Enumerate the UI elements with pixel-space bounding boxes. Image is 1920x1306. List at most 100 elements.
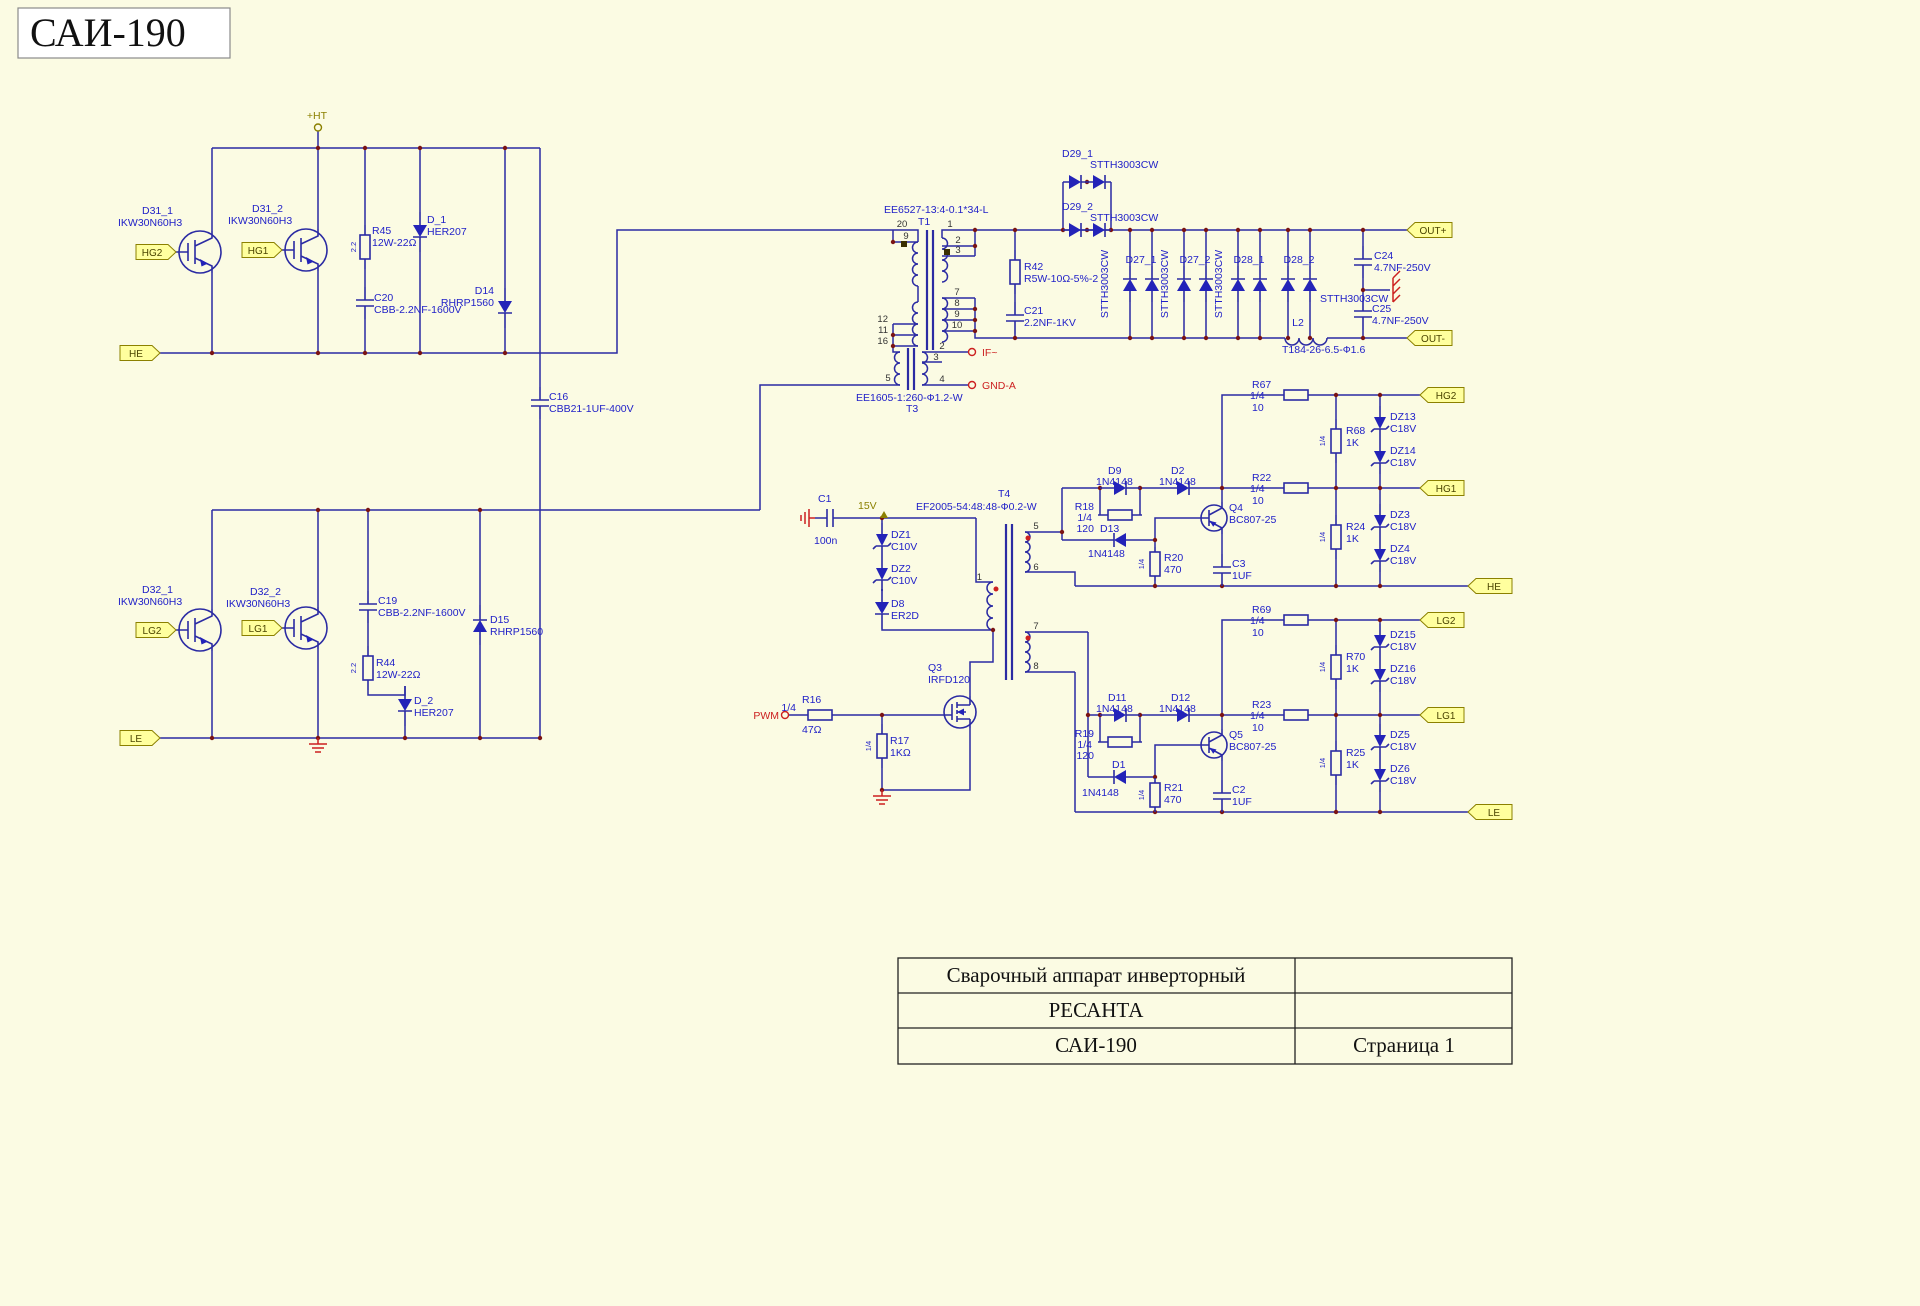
R44-value: 12W-22Ω: [376, 669, 421, 681]
t3-winding-left: [893, 351, 901, 386]
D27_2-ref: D27_2: [1180, 254, 1211, 266]
R44-rating: 2.2: [349, 663, 358, 673]
D2-ref: D2: [1171, 465, 1185, 477]
R17-value: 1KΩ: [890, 747, 911, 759]
DZ5-ref: DZ5: [1390, 729, 1410, 741]
DZ16-ref: DZ16: [1390, 663, 1416, 675]
R70-ref: R70: [1346, 651, 1365, 663]
zener-DZ1: [872, 522, 892, 558]
zener-DZ16: [1370, 657, 1390, 693]
flag-he-right: [1467, 578, 1513, 594]
resistor-R20: [1149, 546, 1161, 582]
ground-power: [308, 737, 328, 753]
stth-vertical-label-2: STTH3003CW: [1159, 250, 1171, 318]
DZ15-value: C18V: [1390, 641, 1416, 653]
capacitor-C21: [1005, 301, 1025, 335]
R20-value: 470: [1164, 564, 1182, 576]
diode-D28_1b: [1252, 265, 1268, 303]
diode-D1: [1099, 769, 1141, 785]
if-terminal-circle: [967, 347, 977, 357]
C19-value: CBB-2.2NF-1600V: [378, 607, 466, 619]
DZ3-ref: DZ3: [1390, 509, 1410, 521]
diode-D15: [472, 604, 488, 646]
title-block: Сварочный аппарат инверторный РЕСАНТА СА…: [897, 957, 1513, 1065]
DZ4-value: C18V: [1390, 555, 1416, 567]
D31_1-value: IKW30N60H3: [118, 217, 182, 229]
t1-winding-primary-top: [911, 241, 919, 287]
C24-ref: C24: [1374, 250, 1393, 262]
t3-pin-5: 5: [885, 373, 890, 384]
D27_1-ref: D27_1: [1126, 254, 1157, 266]
R23-value: 10: [1252, 722, 1264, 734]
C16-value: CBB21-1UF-400V: [549, 403, 634, 415]
R19-power: 1/4: [1077, 739, 1092, 751]
resistor-R42: [1009, 249, 1021, 295]
flag-lg2-right-label: LG2: [1437, 616, 1456, 627]
flag-le-left: [119, 730, 161, 746]
R45-value: 12W-22Ω: [372, 237, 417, 249]
DZ6-ref: DZ6: [1390, 763, 1410, 775]
resistor-R22: [1273, 482, 1319, 494]
flag-lg1-left-label: LG1: [249, 624, 268, 635]
R67-ref: R67: [1252, 379, 1271, 391]
t1-pin-9b: 9: [954, 309, 959, 320]
R21-power: 1/4: [1137, 790, 1146, 800]
stth-vertical-label-3: STTH3003CW: [1213, 250, 1225, 318]
capacitor-C19: [358, 590, 378, 624]
R21-ref: R21: [1164, 782, 1183, 794]
diode-D29_1a: [1062, 174, 1088, 190]
C21-ref: C21: [1024, 305, 1043, 317]
R21-value: 470: [1164, 794, 1182, 806]
diode-D27_1a: [1122, 265, 1138, 303]
t4-pin-7: 7: [1033, 621, 1038, 632]
C3-ref: C3: [1232, 558, 1246, 570]
flag-lg2-left-label: LG2: [143, 626, 162, 637]
R45-rating: 2.2: [349, 242, 358, 252]
D1-value: 1N4148: [1082, 787, 1119, 799]
capacitor-C2: [1212, 779, 1232, 813]
R18-value: 120: [1076, 523, 1094, 535]
v15-power-marker: [880, 511, 888, 518]
resistor-R23: [1273, 709, 1319, 721]
zener-DZ15: [1370, 623, 1390, 659]
diode-D28_1a: [1230, 265, 1246, 303]
C20-ref: C20: [374, 292, 393, 304]
ground-driver: [872, 789, 892, 805]
flag-le-right-label: LE: [1488, 808, 1501, 819]
t4-pin-8: 8: [1033, 661, 1038, 672]
zener-DZ3: [1370, 503, 1390, 539]
resistor-R25: [1330, 740, 1342, 786]
R67-power: 1/4: [1250, 390, 1265, 402]
transformer-T3: [893, 348, 929, 390]
DZ3-value: C18V: [1390, 521, 1416, 533]
D32_2-ref: D32_2: [250, 586, 281, 598]
DZ4-ref: DZ4: [1390, 543, 1410, 555]
capacitor-C24: [1353, 245, 1373, 279]
T3-value: EE1605-1:260-Ф1.2-W: [856, 392, 963, 404]
Q5-ref: Q5: [1229, 729, 1243, 741]
C19-ref: C19: [378, 595, 397, 607]
resistor-R67: [1273, 389, 1319, 401]
flag-hg1-right-label: HG1: [1436, 484, 1457, 495]
Q5-value: BC807-25: [1229, 741, 1276, 753]
C1-ref: C1: [818, 493, 832, 505]
D8-ref: D8: [891, 598, 905, 610]
resistor-R18: [1097, 509, 1143, 521]
D29_2-ref: D29_2: [1062, 201, 1093, 213]
R69-value: 10: [1252, 627, 1264, 639]
R17-power: 1/4: [864, 741, 873, 751]
t1-pin-8: 8: [954, 298, 959, 309]
D31_1-ref: D31_1: [142, 205, 173, 217]
C25-ref: C25: [1372, 303, 1391, 315]
zener-DZ14: [1370, 439, 1390, 475]
ground-c1: [800, 508, 816, 528]
title-block-grid-lines: [898, 958, 1512, 1064]
T1-ref: T1: [918, 216, 930, 228]
D11-ref: D11: [1108, 692, 1127, 704]
R16-ref: R16: [802, 694, 821, 706]
D11-value: 1N4148: [1096, 703, 1133, 715]
D28_2-value: STTH3003CW: [1320, 293, 1388, 305]
net-flags: HG2 HG1 HE LG2 LG1 LE OUT+ OUT- HG2 HG1 …: [119, 222, 1513, 820]
flag-hg2-right-label: HG2: [1436, 391, 1457, 402]
